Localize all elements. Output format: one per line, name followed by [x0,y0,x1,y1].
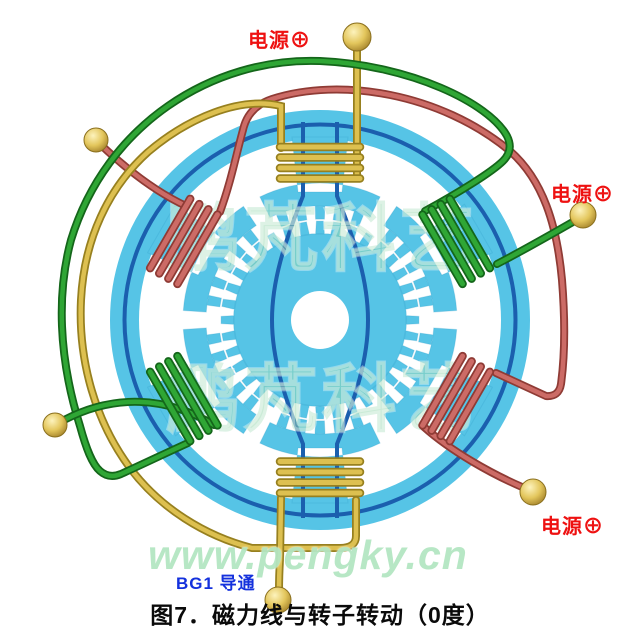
rotor-shaft-hole [291,291,349,349]
flux-line-left [269,122,305,518]
wire-0 [96,140,189,209]
figure-caption: 图7．磁力线与转子转动（0度） [150,602,490,628]
coil-lower-left-bar-3 [174,353,220,428]
coil-upper-left-bar-3 [174,212,220,287]
coil-upper-left [145,194,222,289]
terminal-ball-bottom-left [42,412,68,438]
coil-upper-right [418,194,495,289]
coil-lower-left-bar-1 [156,364,202,439]
flux-yoke-circle [122,122,518,518]
coil-lower-right [418,351,495,446]
coil-top [275,142,365,183]
label-power-right: 电源⊕ [551,184,614,206]
wire-2 [421,424,525,490]
coil-upper-left-bar-1 [156,201,202,276]
terminal-ball-right [569,201,597,229]
terminal-ball-top [342,22,372,52]
terminal-ball-bottom-center [264,586,292,614]
coil-bottom [275,457,365,498]
coil-upper-right-bar-3 [420,212,466,287]
coil-lower-left-bar-2 [165,358,211,434]
coil-upper-right-bar-1 [438,201,484,276]
wire-4 [78,101,359,551]
terminal-ball-left [83,127,109,153]
coil-lower-right-bar-3 [420,353,466,428]
wire-6 [494,216,581,267]
label-power-top: 电源⊕ [248,30,311,52]
coil-lower-right-bar-0 [447,369,493,444]
coil-lower-right-bar-1 [438,364,484,439]
wires-coils-terminals-layer [42,22,597,614]
coil-upper-right-bar-2 [429,206,475,282]
coil-upper-left-bar-0 [147,196,193,271]
coil-lower-right-bar-2 [429,358,475,434]
terminal-ball-bottom-right [519,478,547,506]
coil-lower-left [145,351,222,446]
website-watermark: www.pengky.cn [148,532,468,578]
label-power-bottom-right: 电源⊕ [541,516,604,538]
flux-line-right [335,122,371,518]
wire-7 [59,58,512,479]
label-transistor-state: BG1 导通 [176,574,256,593]
coil-lower-left-bar-0 [147,369,193,444]
coil-upper-right-bar-0 [447,196,493,271]
coil-upper-left-bar-2 [165,206,211,282]
